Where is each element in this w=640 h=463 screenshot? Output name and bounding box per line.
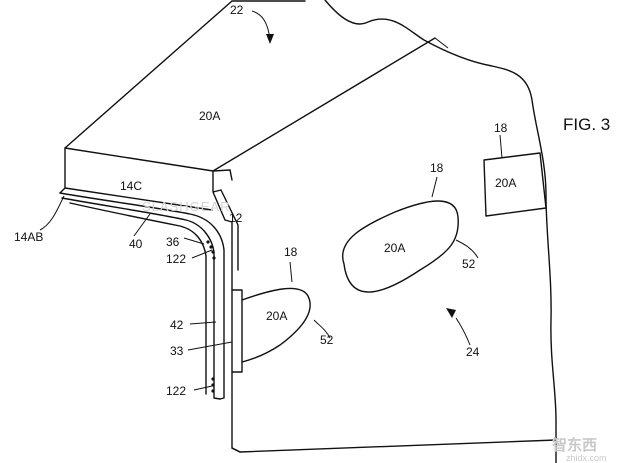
label-122-bottom: 122 bbox=[166, 384, 186, 398]
label-36: 36 bbox=[166, 235, 180, 249]
top-fold-line bbox=[212, 37, 436, 172]
label-20a-mid: 20A bbox=[384, 241, 405, 255]
watermark: SLASHGEAR bbox=[142, 199, 230, 214]
leader-lines bbox=[39, 10, 503, 391]
top-surface-outline bbox=[64, 0, 306, 172]
label-20a-left: 20A bbox=[266, 309, 287, 323]
label-18-mid: 18 bbox=[430, 161, 444, 175]
arrow-24 bbox=[446, 308, 456, 318]
label-24: 24 bbox=[466, 345, 480, 359]
panel-14c bbox=[59, 147, 213, 211]
label-18-right: 18 bbox=[494, 121, 508, 135]
label-20a-top: 20A bbox=[199, 109, 220, 123]
label-42: 42 bbox=[170, 318, 184, 332]
label-14c: 14C bbox=[120, 179, 142, 193]
layer-40 bbox=[61, 197, 221, 400]
strip-33 bbox=[231, 289, 243, 373]
cutout-middle bbox=[341, 200, 459, 293]
label-52-mid: 52 bbox=[462, 257, 476, 271]
dots-122-top bbox=[206, 240, 216, 260]
cutout-right bbox=[483, 152, 547, 217]
inner-layer bbox=[69, 202, 207, 395]
label-14ab: 14AB bbox=[14, 230, 43, 244]
label-40: 40 bbox=[129, 237, 143, 251]
figure-title: FIG. 3 bbox=[563, 115, 610, 134]
layer-14ab bbox=[59, 192, 225, 400]
corner-logo-sub: zhidx.com bbox=[566, 453, 607, 463]
arrow-22 bbox=[266, 34, 274, 44]
label-12: 12 bbox=[229, 211, 243, 225]
break-line bbox=[324, 0, 557, 463]
label-20a-right: 20A bbox=[495, 176, 516, 190]
label-52-left: 52 bbox=[320, 333, 334, 347]
dots-122-bottom bbox=[211, 377, 215, 393]
label-122-top: 122 bbox=[166, 252, 186, 266]
bottom-edge bbox=[231, 439, 557, 453]
label-22: 22 bbox=[230, 3, 244, 17]
ridge-line bbox=[434, 37, 449, 49]
label-33: 33 bbox=[170, 344, 184, 358]
label-18-left: 18 bbox=[284, 245, 298, 259]
cutout-left bbox=[241, 287, 311, 363]
corner-logo: 智东西 bbox=[552, 436, 597, 454]
